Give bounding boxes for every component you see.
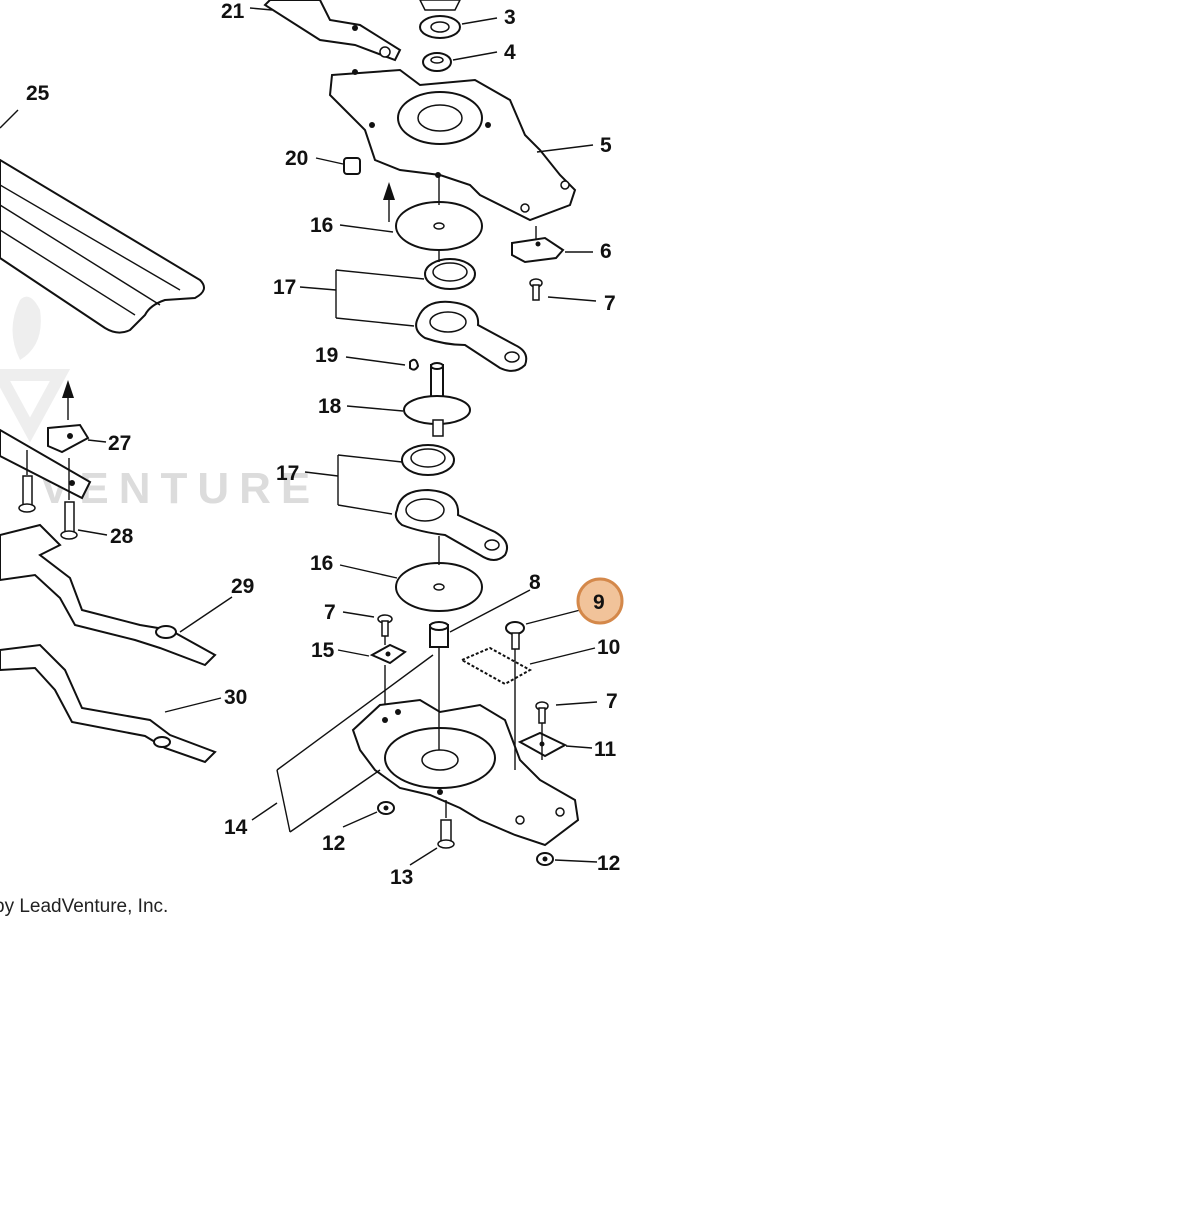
callout-8[interactable]: 8 [529,571,541,594]
callout-7-middle[interactable]: 7 [324,601,336,624]
callout-13[interactable]: 13 [390,866,413,889]
part-30-lower-blade [0,643,217,764]
watermark-logo [0,296,71,443]
callout-9[interactable]: 9 [593,591,605,614]
part-25-blade-bar [0,158,205,334]
part-7-screw-right [535,701,549,724]
part-10-gasket [459,646,533,686]
part-29-upper-blade [0,523,217,667]
callout-20[interactable]: 20 [285,147,308,170]
copyright-text: by LeadVenture, Inc. [0,896,168,917]
callout-labels: 21 3 4 25 5 20 16 6 17 7 19 18 27 17 28 … [26,0,620,889]
callout-28[interactable]: 28 [110,525,134,548]
callout-10[interactable]: 10 [597,636,620,659]
callout-16-upper[interactable]: 16 [310,214,333,237]
part-7-screw-upper [529,278,543,301]
callout-4[interactable]: 4 [504,41,516,64]
callout-25[interactable]: 25 [26,82,50,105]
part-5-gear-housing [328,68,577,222]
part-27-bracket [0,380,92,500]
part-16-disc-upper [395,201,483,251]
highlight-marker[interactable] [576,577,624,625]
callout-27[interactable]: 27 [108,432,131,455]
part-17-connecting-rod-lower [394,444,508,561]
part-12-nut-left [377,801,395,815]
callout-7-upper[interactable]: 7 [604,292,616,315]
part-6-guide [511,236,565,264]
callout-6[interactable]: 6 [600,240,612,263]
part-15-plate [369,643,407,665]
callout-30[interactable]: 30 [224,686,247,709]
part-20-bush [343,157,361,175]
part-7-screw-left [377,614,393,637]
callout-21[interactable]: 21 [221,0,245,23]
callout-17-lower[interactable]: 17 [276,462,299,485]
part-14-lower-housing [351,698,580,847]
callout-17-upper[interactable]: 17 [273,276,296,299]
part-8-sleeve [429,621,449,648]
part-21-link-plate [263,0,402,62]
callout-16-lower[interactable]: 16 [310,552,333,575]
leader-lines [0,7,598,866]
part-3-bearing [419,0,461,39]
part-16-disc-lower [395,562,483,612]
part-9-bolt [505,621,525,650]
callout-7-lower[interactable]: 7 [606,690,618,713]
assembly-lines [26,175,543,818]
part-17-connecting-rod-upper [415,258,528,372]
part-19-key [409,358,420,371]
callout-12-right[interactable]: 12 [597,852,620,875]
callout-18[interactable]: 18 [318,395,342,418]
part-18-crankshaft [403,362,471,437]
callout-12-left[interactable]: 12 [322,832,345,855]
callout-3[interactable]: 3 [504,6,516,29]
callout-19[interactable]: 19 [315,344,338,367]
part-13-bolt [437,819,455,849]
callout-11[interactable]: 11 [594,738,617,761]
part-28-screws [18,475,78,540]
part-4-washer [422,52,452,72]
callout-29[interactable]: 29 [231,575,254,598]
callout-14[interactable]: 14 [224,816,248,839]
part-12-nut-right [536,852,554,866]
callout-15[interactable]: 15 [311,639,335,662]
callout-5[interactable]: 5 [600,134,612,157]
